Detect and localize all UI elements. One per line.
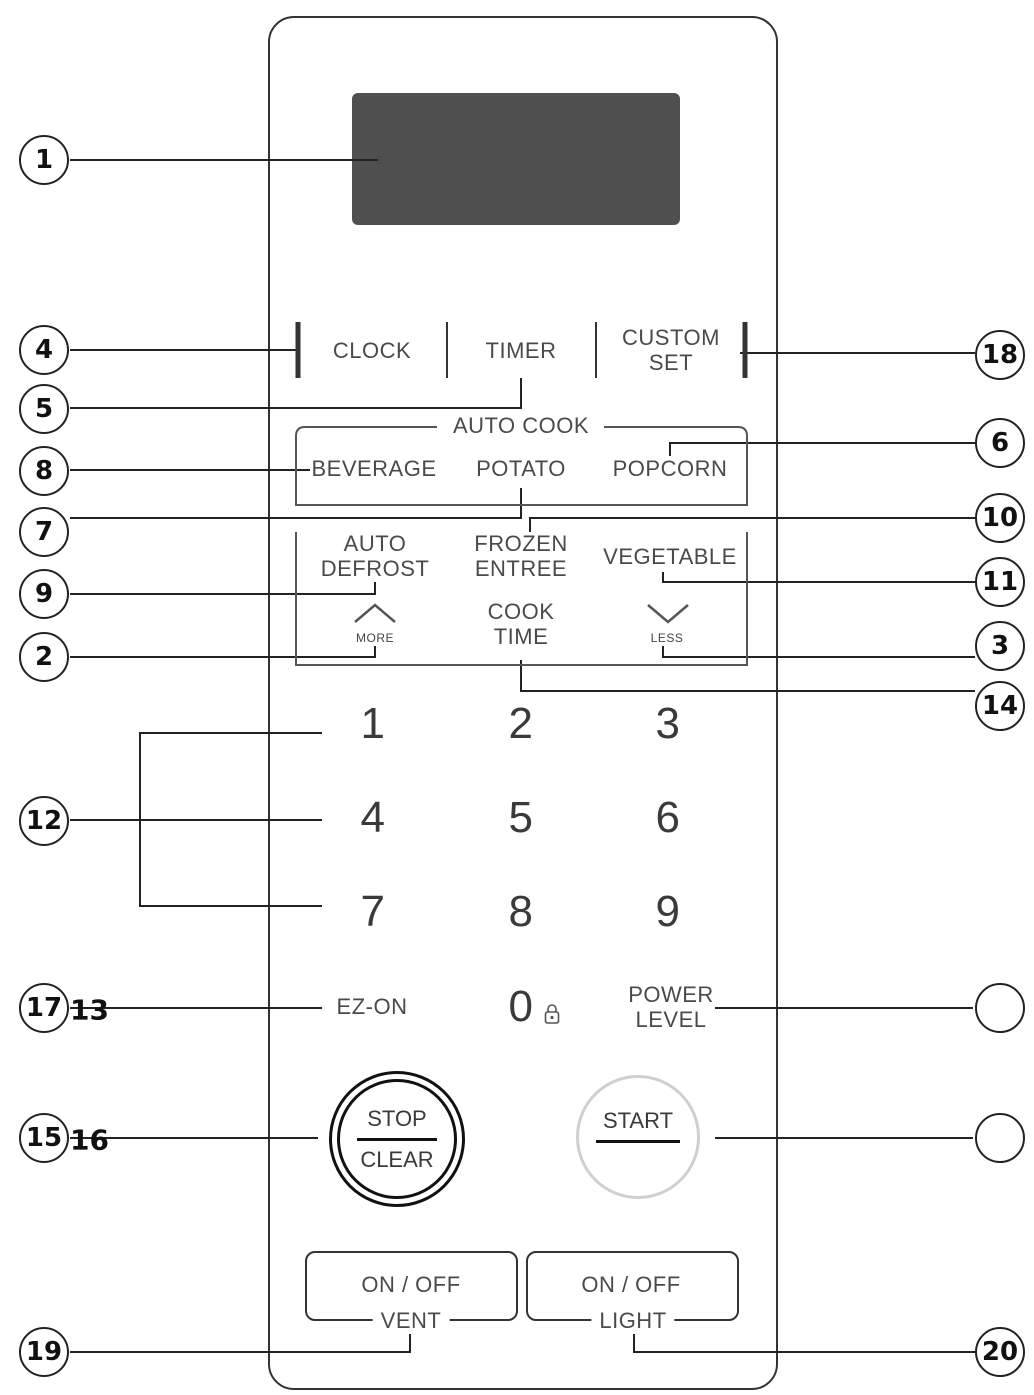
power-level-button[interactable]: POWER LEVEL [628, 982, 714, 1032]
cook-time-button[interactable]: COOK TIME [488, 599, 555, 649]
callout-4: 4 [19, 325, 69, 375]
power-level-line-1: POWER [628, 982, 714, 1007]
vegetable-button[interactable]: VEGETABLE [603, 544, 737, 569]
auto-cook-heading: AUTO COOK [444, 413, 598, 439]
callout-9: 9 [19, 569, 69, 619]
callout-13: 13 [70, 993, 109, 1027]
callout-20: 20 [975, 1327, 1025, 1377]
callout-empty-2 [975, 1113, 1025, 1163]
callout-6: 6 [975, 418, 1025, 468]
light-label: LIGHT [591, 1308, 675, 1334]
callout-16: 16 [70, 1123, 109, 1157]
callout-8: 8 [19, 446, 69, 496]
callout-15: 15 [19, 1113, 69, 1163]
stop-clear-divider [357, 1137, 437, 1141]
key-4[interactable]: 4 [360, 793, 386, 842]
callout-12: 12 [19, 796, 69, 846]
timer-button[interactable]: TIMER [485, 338, 557, 363]
callout-19: 19 [19, 1327, 69, 1377]
frozen-entree-line-1: FROZEN [474, 531, 568, 556]
display-window [352, 93, 680, 225]
potato-button[interactable]: POTATO [476, 456, 566, 481]
key-9[interactable]: 9 [655, 887, 681, 936]
start-button[interactable]: START [576, 1075, 700, 1199]
key-7[interactable]: 7 [360, 887, 386, 936]
custom-set-button[interactable]: CUSTOM SET [622, 325, 720, 375]
beverage-button[interactable]: BEVERAGE [311, 456, 437, 481]
cook-time-line-1: COOK [487, 599, 555, 624]
auto-defrost-line-2: DEFROST [320, 556, 430, 581]
callout-7: 7 [19, 507, 69, 557]
callout-18: 18 [975, 330, 1025, 380]
start-underline [596, 1139, 680, 1143]
custom-set-line-2: SET [648, 350, 694, 375]
clock-button[interactable]: CLOCK [332, 338, 412, 363]
less-button[interactable]: LESS [650, 631, 684, 645]
custom-set-line-1: CUSTOM [622, 325, 720, 350]
callout-14: 14 [975, 681, 1025, 731]
chevron-down-icon [647, 604, 689, 624]
callout-5: 5 [19, 384, 69, 434]
stop-label: STOP [367, 1105, 427, 1131]
cook-time-line-2: TIME [493, 624, 549, 649]
power-level-line-2: LEVEL [635, 1007, 707, 1032]
vent-onoff-label: ON / OFF [361, 1272, 461, 1297]
callout-10: 10 [975, 493, 1025, 543]
auto-defrost-line-1: AUTO [343, 531, 407, 556]
callout-1: 1 [19, 135, 69, 185]
callout-3: 3 [975, 621, 1025, 671]
more-button[interactable]: MORE [356, 631, 394, 645]
key-5[interactable]: 5 [508, 793, 534, 842]
callout-11: 11 [975, 557, 1025, 607]
key-2[interactable]: 2 [508, 699, 534, 748]
ez-on-button[interactable]: EZ-ON [336, 994, 408, 1019]
callout-2: 2 [19, 632, 69, 682]
vent-label: VENT [372, 1308, 450, 1334]
callout-empty-1 [975, 983, 1025, 1033]
key-8[interactable]: 8 [508, 887, 534, 936]
callout-17: 17 [19, 983, 69, 1033]
popcorn-button[interactable]: POPCORN [612, 456, 728, 481]
lock-icon [544, 1004, 560, 1024]
chevron-up-icon [354, 603, 396, 623]
stop-clear-button[interactable]: STOP CLEAR [329, 1071, 465, 1207]
start-label: START [602, 1107, 674, 1133]
frozen-entree-line-2: ENTREE [474, 556, 568, 581]
key-0[interactable]: 0 [508, 982, 534, 1031]
light-onoff-label: ON / OFF [581, 1272, 681, 1297]
frozen-entree-button[interactable]: FROZEN ENTREE [474, 531, 567, 581]
clear-label: CLEAR [360, 1146, 434, 1172]
auto-defrost-button[interactable]: AUTO DEFROST [321, 531, 430, 581]
key-1[interactable]: 1 [360, 699, 386, 748]
key-6[interactable]: 6 [655, 793, 681, 842]
key-3[interactable]: 3 [655, 699, 681, 748]
